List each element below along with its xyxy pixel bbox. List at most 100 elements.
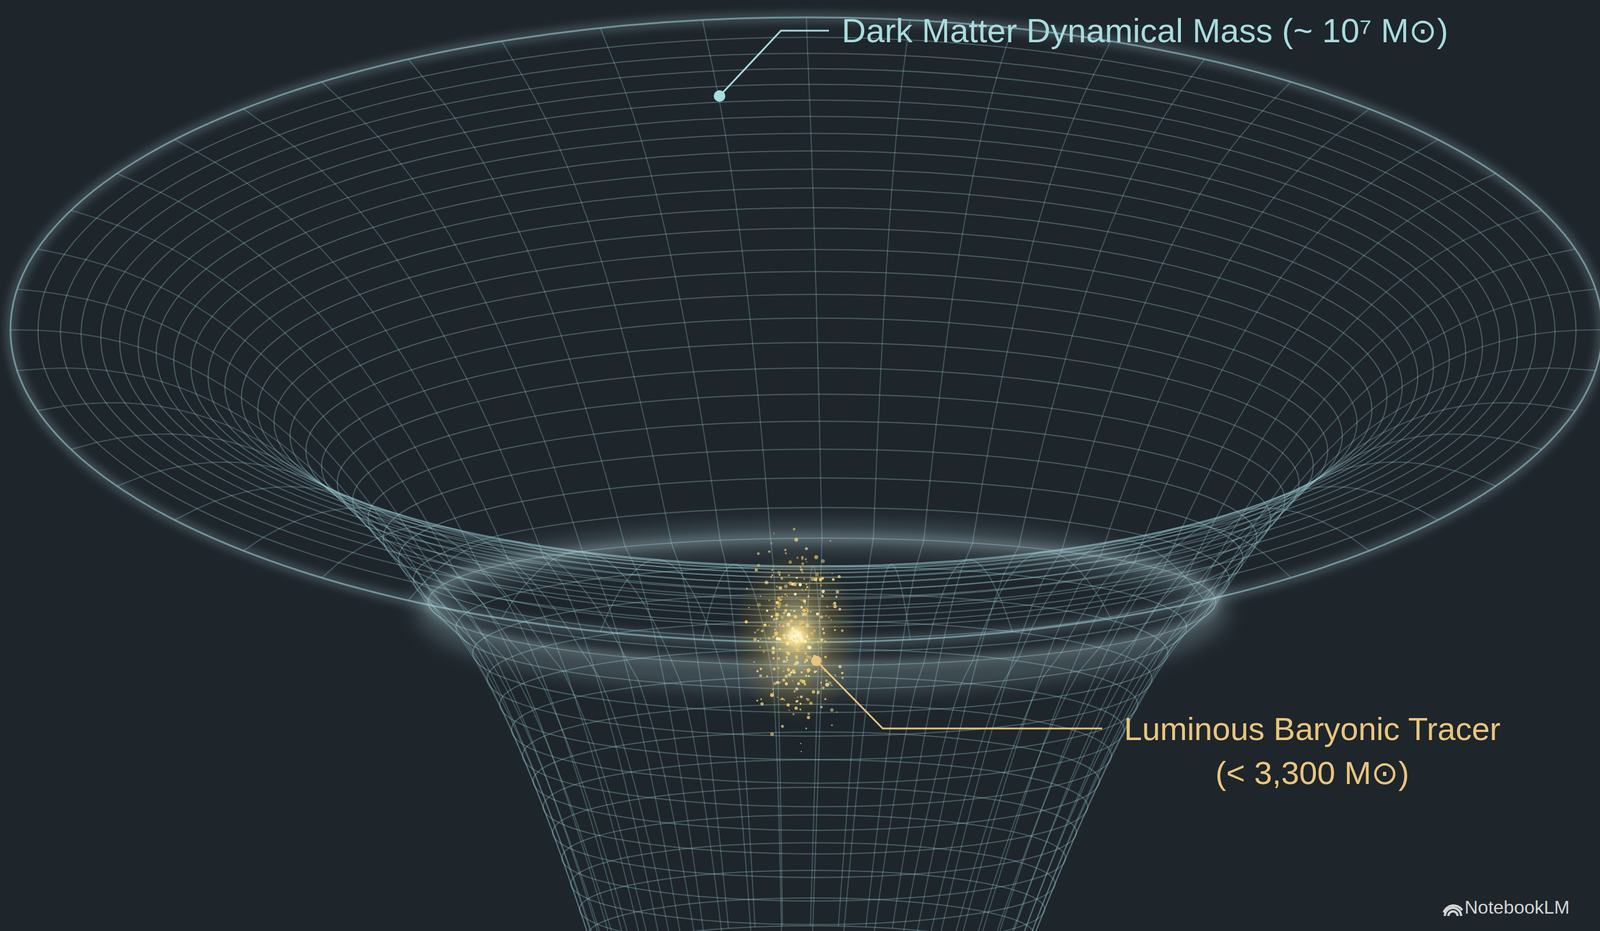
star-particle xyxy=(797,636,799,639)
star-particle xyxy=(829,540,831,542)
star-particle xyxy=(808,675,810,678)
star-particle xyxy=(783,584,788,589)
star-particle xyxy=(787,634,791,638)
star-particle xyxy=(760,668,763,671)
star-particle xyxy=(821,687,825,691)
star-particle xyxy=(757,640,759,642)
mesh-meridian xyxy=(408,59,704,931)
star-particle xyxy=(753,661,755,663)
star-particle xyxy=(835,596,838,599)
star-particle xyxy=(754,631,757,634)
star-particle xyxy=(833,604,838,609)
star-particle xyxy=(754,568,759,572)
mesh-meridian xyxy=(1022,289,1596,931)
mesh-meridian xyxy=(962,108,1370,931)
star-particle xyxy=(805,728,807,730)
star-particle xyxy=(822,632,825,635)
mesh-meridian xyxy=(980,139,1438,931)
star-particle xyxy=(814,555,819,560)
star-particle xyxy=(758,646,761,649)
baryonic-cluster xyxy=(732,527,860,752)
star-particle xyxy=(799,703,802,706)
star-particle xyxy=(790,633,792,636)
star-particle xyxy=(780,681,782,684)
star-particle xyxy=(805,589,807,591)
star-particle xyxy=(806,655,810,659)
star-particle xyxy=(757,563,761,567)
star-particle xyxy=(772,692,774,694)
star-particle xyxy=(801,589,804,592)
star-particle xyxy=(798,641,802,646)
star-particle xyxy=(819,632,821,634)
star-particle xyxy=(785,651,788,654)
star-particle xyxy=(784,604,788,608)
mesh-meridian xyxy=(501,41,729,930)
star-particle xyxy=(838,665,842,669)
star-particle xyxy=(775,617,779,621)
star-particle xyxy=(803,640,807,644)
star-particle xyxy=(804,652,808,656)
star-particle xyxy=(772,636,774,638)
star-particle xyxy=(786,668,791,673)
star-particle xyxy=(809,632,814,636)
star-particle xyxy=(837,575,841,579)
star-particle xyxy=(800,751,802,753)
star-particle xyxy=(757,603,761,607)
star-particle xyxy=(808,646,811,650)
mesh-meridian xyxy=(917,59,1205,931)
mesh-meridian xyxy=(1008,210,1543,931)
star-particle xyxy=(771,574,774,577)
star-particle xyxy=(760,702,765,707)
star-particle xyxy=(791,627,795,631)
star-particle xyxy=(775,681,779,685)
star-particle xyxy=(816,640,819,643)
mesh-ring xyxy=(257,249,1372,570)
star-particle xyxy=(807,595,810,598)
star-particle xyxy=(783,634,787,637)
star-particle xyxy=(804,558,807,561)
cluster-halo xyxy=(732,549,860,724)
star-particle xyxy=(787,673,792,677)
star-particle xyxy=(788,709,791,712)
star-particle xyxy=(805,698,808,700)
star-particle xyxy=(773,607,776,610)
star-particle xyxy=(784,552,787,554)
star-particle xyxy=(785,641,790,646)
mesh-meridian xyxy=(71,210,613,931)
star-particle xyxy=(790,610,792,612)
star-particle xyxy=(778,648,781,651)
star-particle xyxy=(820,706,823,709)
star-particle xyxy=(819,615,824,620)
star-particle xyxy=(795,657,799,661)
star-particle xyxy=(786,622,791,627)
star-particle xyxy=(802,647,804,649)
star-particle xyxy=(831,578,835,582)
star-particle xyxy=(786,703,791,708)
star-particle xyxy=(802,608,806,613)
star-particle xyxy=(824,655,827,659)
star-particle xyxy=(801,632,806,637)
star-particle xyxy=(772,689,774,691)
star-particle xyxy=(748,607,750,609)
star-particle xyxy=(806,608,809,612)
mesh-ring xyxy=(241,228,1387,568)
star-particle xyxy=(763,623,767,627)
star-particle xyxy=(806,634,809,637)
star-particle xyxy=(771,615,774,619)
star-particle xyxy=(807,712,811,716)
star-particle xyxy=(796,556,799,560)
star-particle xyxy=(801,562,804,565)
star-particle xyxy=(825,683,830,688)
star-particle xyxy=(795,577,798,579)
star-particle xyxy=(772,668,776,671)
star-particle xyxy=(812,629,816,633)
star-particle xyxy=(785,656,788,659)
star-particle xyxy=(806,716,811,720)
star-particle xyxy=(813,670,817,674)
star-particle xyxy=(779,699,781,701)
star-particle xyxy=(775,585,779,589)
star-particle xyxy=(820,669,822,671)
star-particle xyxy=(798,620,802,623)
leader-line xyxy=(816,661,1103,729)
star-particle xyxy=(834,629,836,631)
